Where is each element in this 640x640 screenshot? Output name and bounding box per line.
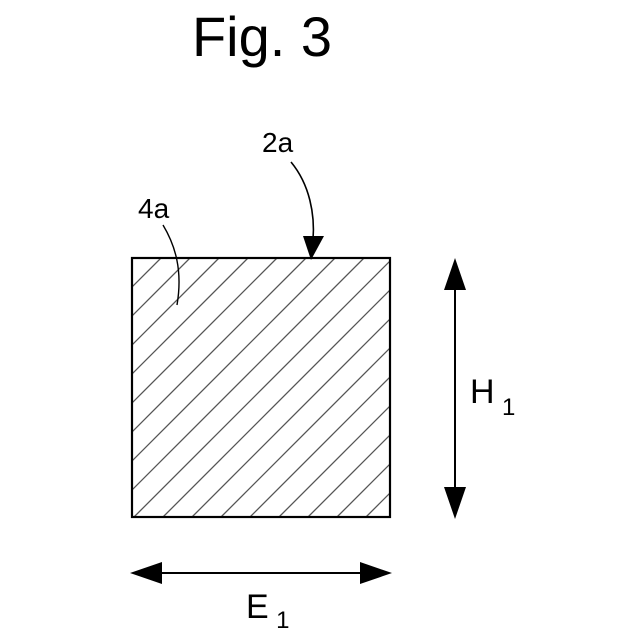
hatch-line	[192, 258, 451, 517]
hatch-ref-label: 4a	[138, 193, 170, 224]
width-dimension-label: E 1	[246, 588, 290, 634]
hatch-line	[0, 258, 161, 517]
height-dimension-label: H 1	[470, 373, 515, 421]
figure-title: Fig. 3	[192, 5, 332, 68]
hatch-line	[337, 258, 596, 517]
width-letter: E	[246, 588, 269, 626]
hatch-line	[0, 258, 132, 517]
hatch-pattern	[0, 258, 640, 517]
width-dimension-arrow	[130, 562, 392, 584]
hatch-line	[0, 258, 219, 517]
height-subscript: 1	[502, 394, 515, 421]
height-letter: H	[470, 373, 495, 411]
hatch-line	[105, 258, 364, 517]
hatch-line	[308, 258, 567, 517]
part-ref-label: 2a	[262, 127, 294, 158]
hatch-line	[279, 258, 538, 517]
hatch-line	[47, 258, 306, 517]
hatch-line	[395, 258, 640, 517]
hatch-line	[134, 258, 393, 517]
hatch-line	[221, 258, 480, 517]
hatch-line	[0, 258, 190, 517]
hatch-line	[163, 258, 422, 517]
width-subscript: 1	[276, 607, 289, 634]
height-dimension-arrow	[444, 258, 466, 519]
hatch-line	[76, 258, 335, 517]
hatch-line	[0, 258, 248, 517]
hatch-leader-line	[163, 225, 179, 305]
hatch-line	[18, 258, 277, 517]
part-leader-line	[291, 162, 313, 240]
part-leader-arrowhead	[303, 236, 324, 260]
hatch-line	[366, 258, 625, 517]
